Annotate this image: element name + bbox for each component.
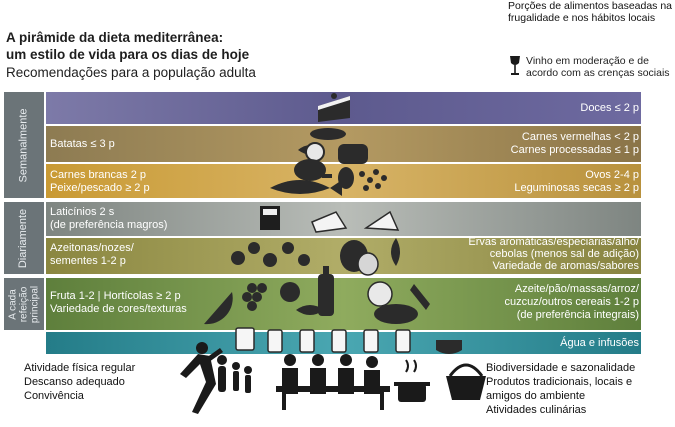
- label-red-meat-2: Carnes processadas ≤ 1 p: [510, 144, 639, 156]
- band-dairy: [46, 202, 641, 236]
- sidebar-each-meal-label: A cada refeição principal: [7, 285, 41, 323]
- wine-glass-icon: [510, 56, 520, 75]
- label-eggs-2: Leguminosas secas ≥ 2 p: [514, 182, 639, 194]
- label-fruit-1: Fruta 1-2 | Hortícolas ≥ 2 p: [50, 290, 181, 302]
- olive-oil-bottle-icon: [318, 266, 334, 316]
- sidebar-daily: Diariamente: [4, 202, 44, 274]
- label-dairy-1: Laticínios 2 s: [50, 206, 115, 218]
- bottom-left-2: Descanso adequado: [24, 376, 125, 388]
- sidebar-daily-label: Diariamente: [17, 208, 30, 268]
- label-cereals-2: cuzcuz/outros cereais 1-2 p: [504, 296, 639, 308]
- label-herbs-1: Ervas aromáticas/especiarias/alho/: [468, 236, 639, 248]
- label-red-meat-1: Carnes vermelhas < 2 p: [521, 131, 639, 143]
- food-pyramid-illustration: [204, 93, 462, 354]
- title-line-2: um estilo de vida para os dias de hoje: [6, 47, 250, 62]
- water-glasses-icon: [235, 327, 462, 354]
- bottom-left-3: Convivência: [24, 390, 84, 402]
- watermelon-icon: [204, 292, 233, 325]
- label-herbs-3: Variedade de aromas/sabores: [492, 260, 639, 272]
- label-cereals-1: Azeite/pão/massas/arroz/: [514, 283, 639, 295]
- bottom-right-3: amigos do ambiente: [486, 390, 586, 402]
- sidebar-weekly-label: Semanalmente: [17, 108, 30, 182]
- vegetables-icon: [280, 282, 324, 315]
- label-herbs-2: cebolas (menos sal de adição): [489, 248, 639, 260]
- band-fruit-cereals: [46, 278, 641, 330]
- bottom-right-4: Atividades culinárias: [486, 404, 587, 416]
- garlic-onion-icon: [340, 238, 400, 276]
- cooking-pot-icon: [394, 359, 430, 402]
- egg-icon: [338, 167, 354, 189]
- chicken-icon: [294, 159, 332, 181]
- wine-legend-text: Vinho em moderação e de acordo com as cr…: [526, 55, 670, 79]
- cake-icon: [318, 93, 350, 122]
- label-dairy-2: (de preferência magros): [50, 219, 168, 231]
- label-eggs-1: Ovos 2-4 p: [585, 169, 639, 181]
- lifestyle-silhouettes: [180, 342, 486, 414]
- bottom-right-2: Produtos tradicionais, locais e: [486, 376, 633, 388]
- title-line-3: Recomendações para a população adulta: [6, 65, 256, 80]
- label-potatoes: Batatas ≤ 3 p: [50, 138, 115, 150]
- grapes-icon: [242, 283, 267, 311]
- meat-icon: [298, 128, 368, 164]
- label-white-meat-2: Peixe/pescado ≥ 2 p: [50, 182, 150, 194]
- label-olives-2: sementes 1-2 p: [50, 255, 126, 267]
- label-olives-1: Azeitonas/nozes/: [50, 242, 134, 254]
- dining-table-icon: [276, 354, 390, 410]
- olives-nuts-icon: [231, 242, 310, 267]
- portions-legend: Porções de alimentos baseadas na frugali…: [508, 0, 673, 24]
- label-cereals-3: (de preferência integrais): [516, 309, 639, 321]
- basket-icon: [446, 363, 486, 400]
- sidebar-weekly: Semanalmente: [4, 92, 44, 198]
- beans-icon: [359, 169, 387, 191]
- label-fruit-2: Variedade de cores/texturas: [50, 303, 187, 315]
- milk-glass-icon: [260, 206, 280, 230]
- wine-legend: Vinho em moderação e de acordo com as cr…: [508, 55, 673, 79]
- label-water: Água e infusões: [560, 337, 639, 349]
- family-figures-icon: [217, 355, 252, 393]
- bottom-right-1: Biodiversidade e sazonalidade: [486, 362, 636, 374]
- label-white-meat-1: Carnes brancas 2 p: [50, 169, 146, 181]
- fish-icon: [270, 180, 342, 196]
- bottom-left-1: Atividade física regular: [24, 362, 136, 374]
- sidebar-each-meal: A cada refeição principal: [4, 278, 44, 330]
- cheese-icon: [311, 210, 400, 233]
- title-line-1: A pirâmide da dieta mediterrânea:: [6, 30, 224, 45]
- bread-icon: [367, 281, 430, 324]
- exercise-figure-icon: [180, 342, 223, 414]
- label-sweets: Doces ≤ 2 p: [580, 102, 639, 114]
